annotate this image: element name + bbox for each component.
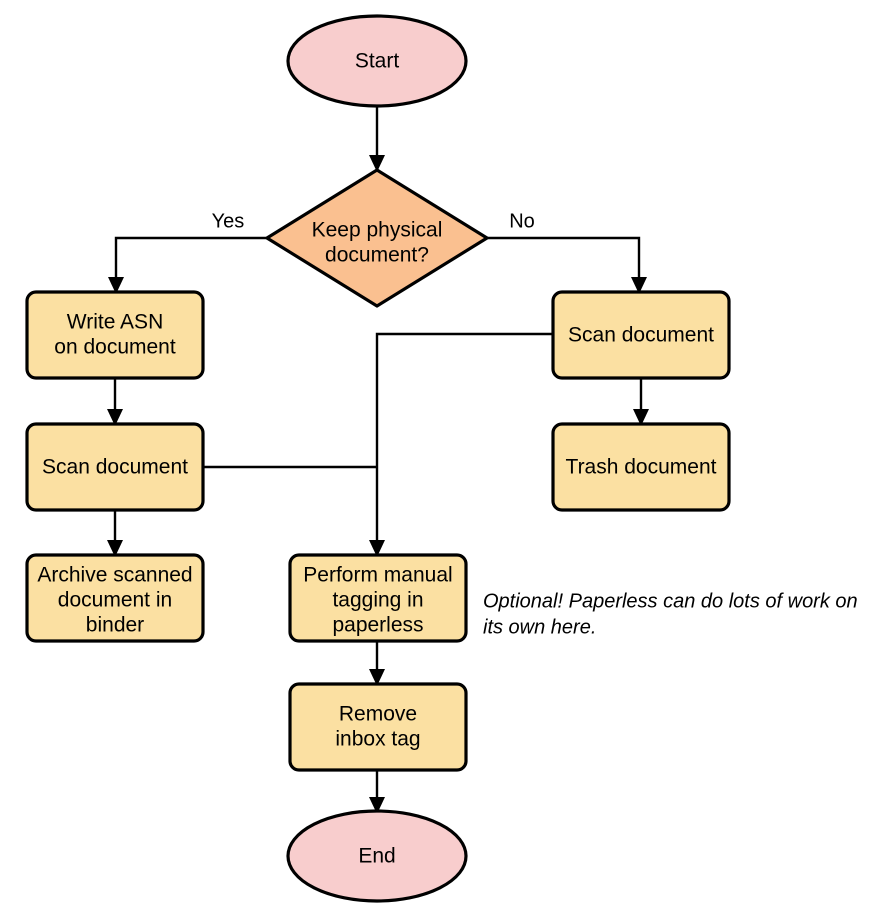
node-trash-document[interactable]: Trash document [551,422,731,512]
node-trash-document-label: Trash document [566,456,717,479]
edge-line [487,236,641,285]
annotation-optional-paperless: Optional! Paperless can do lots of work … [483,590,858,638]
annotation-line-2: its own here. [483,616,596,638]
node-write-asn-label-line2: on document [54,336,176,359]
edge-decision-yes: Yes [108,210,267,294]
node-archive-label-line3: binder [86,614,144,637]
node-perform-manual-tagging[interactable]: Perform manual tagging in paperless [288,553,468,643]
arrowhead-icon [369,797,385,814]
node-start-label: Start [355,50,400,73]
node-end[interactable]: End [286,809,468,903]
node-archive-label-line1: Archive scanned [37,564,192,587]
arrowhead-icon [633,409,649,426]
start-ellipse[interactable] [286,14,468,108]
node-remove-inbox-tag[interactable]: Remove inbox tag [288,682,468,772]
node-tagging-label-line1: Perform manual [303,564,452,587]
node-start[interactable]: Start [286,14,468,108]
node-tagging-label-line3: paperless [332,614,423,637]
end-ellipse[interactable] [286,809,468,903]
edge-scan-right-to-trash [633,378,649,426]
annotation-line-1: Optional! Paperless can do lots of work … [483,590,858,612]
process-box[interactable] [551,422,731,512]
edge-label-yes: Yes [212,210,245,232]
node-scan-document-right-label: Scan document [568,324,714,347]
arrowhead-icon [369,540,385,557]
edge-decision-no: No [487,210,647,294]
node-keep-physical-document-decision[interactable]: Keep physical document? [265,168,489,308]
edge-label-no: No [509,210,535,232]
edge-tagging-to-remove-inbox [369,641,385,686]
node-write-asn-label-line1: Write ASN [67,311,163,334]
node-archive-scanned-document[interactable]: Archive scanned document in binder [25,553,205,643]
edge-line [114,236,267,285]
node-archive-label-line2: document in [58,589,172,612]
arrowhead-icon [107,540,123,557]
nodes-layer: Start Keep physical document? Write ASN … [25,14,731,903]
edge-write-asn-to-scan-left [107,378,123,426]
process-box[interactable] [25,290,205,380]
node-decision-label-line1: Keep physical [312,219,443,242]
node-scan-document-left-label: Scan document [42,456,188,479]
node-decision-label-line2: document? [325,244,429,267]
node-end-label: End [358,845,395,868]
node-scan-document-left[interactable]: Scan document [25,422,205,512]
decision-diamond[interactable] [265,168,489,308]
edge-scan-left-to-archive [107,510,123,557]
node-remove-inbox-label-line1: Remove [339,703,417,726]
arrowhead-icon [107,409,123,426]
edges-layer: Yes No [107,106,649,814]
arrowhead-icon [369,155,385,172]
node-tagging-label-line2: tagging in [332,589,423,612]
arrowhead-icon [108,277,124,294]
arrowhead-icon [631,277,647,294]
edge-line [375,332,553,548]
process-box[interactable] [288,553,468,643]
node-remove-inbox-label-line2: inbox tag [335,728,420,751]
arrowhead-icon [369,669,385,686]
process-box[interactable] [551,290,731,380]
process-box[interactable] [25,422,205,512]
node-scan-document-right[interactable]: Scan document [551,290,731,380]
node-write-asn-on-document[interactable]: Write ASN on document [25,290,205,380]
process-box[interactable] [288,682,468,772]
edge-remove-inbox-to-end [369,770,385,814]
process-box[interactable] [25,553,205,643]
edge-start-to-decision [369,106,385,172]
edge-scan-right-to-tagging [369,332,553,557]
